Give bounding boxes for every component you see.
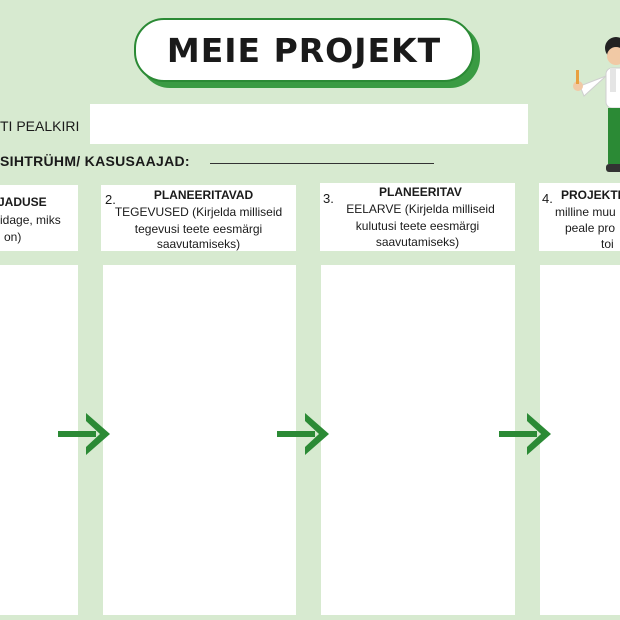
column-4-body-line: toi: [601, 237, 614, 251]
column-1-body-line: idage, miks: [0, 213, 61, 227]
column-4-body-line: milline muu: [555, 205, 616, 219]
right-arrow-icon: [58, 413, 110, 455]
column-4-body-line: peale pro: [565, 221, 616, 235]
column-3-header: 3. PLANEERITAV EELARVE (Kirjelda millise…: [320, 183, 515, 251]
page-title: MEIE PROJEKT: [134, 18, 474, 82]
target-group-line[interactable]: [210, 163, 434, 164]
target-group-label: SIHTRÜHM/ KASUSAAJAD:: [0, 153, 190, 169]
column-3-body-line: saavutamiseks): [375, 235, 460, 249]
column-4-header: 4. PROJEKTI milline muu peale pro toi: [539, 183, 620, 251]
column-3-body-line: EELARVE (Kirjelda milliseid: [346, 202, 495, 216]
right-arrow-icon: [499, 413, 551, 455]
column-2-header: 2. PLANEERITAVAD TEGEVUSED (Kirjelda mil…: [101, 185, 296, 251]
column-2-body-line: saavutamiseks): [156, 237, 241, 251]
column-3-body-line: kulutusi teete eesmärgi: [355, 219, 480, 233]
column-2-body-line: tegevusi teete eesmärgi: [134, 222, 263, 236]
column-1-title: JADUSE: [0, 195, 47, 209]
teacher-illustration: [573, 37, 620, 172]
column-2-number: 2.: [105, 192, 116, 207]
column-4-number: 4.: [542, 191, 553, 206]
column-2-body-line: TEGEVUSED (Kirjelda milliseid: [114, 205, 283, 219]
column-3-content[interactable]: [321, 265, 515, 615]
column-2-title: PLANEERITAVAD: [153, 188, 254, 202]
column-3-number: 3.: [323, 191, 334, 206]
column-2-content[interactable]: [103, 265, 296, 615]
column-4-content[interactable]: [540, 265, 620, 615]
column-4-title: PROJEKTI: [561, 188, 620, 202]
project-name-label: TI PEALKIRI: [0, 118, 80, 134]
column-3-title: PLANEERITAV: [379, 185, 462, 199]
right-arrow-icon: [277, 413, 329, 455]
column-1-body-line: on): [4, 230, 22, 244]
project-name-field[interactable]: [90, 104, 528, 144]
column-1-content[interactable]: [0, 265, 78, 615]
column-1-header: JADUSE idage, miks on): [0, 185, 78, 251]
